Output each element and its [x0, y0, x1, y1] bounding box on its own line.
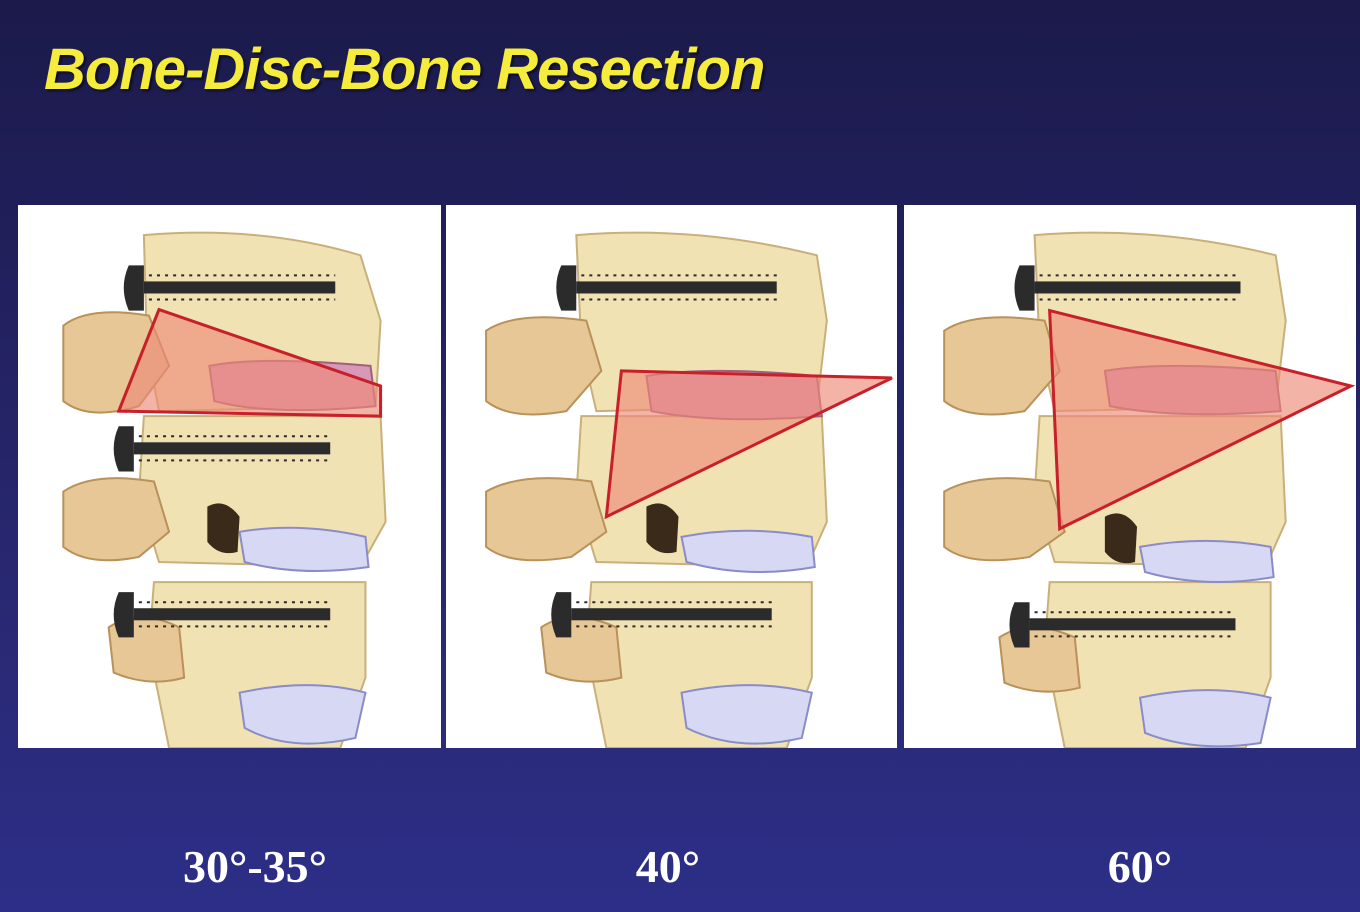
disc-middle — [682, 531, 815, 572]
angle-label-60: 60° — [1108, 840, 1172, 893]
spine-illustration-30-35 — [18, 205, 441, 748]
disc-lower — [682, 685, 812, 743]
disc-lower — [1140, 690, 1271, 746]
angle-label-30-35: 30°-35° — [183, 840, 327, 893]
spine-illustration-40 — [446, 205, 897, 748]
disc-middle — [1140, 541, 1274, 582]
slide-title: Bone-Disc-Bone Resection — [44, 36, 764, 103]
disc-lower — [240, 685, 366, 743]
angle-label-40: 40° — [636, 840, 700, 893]
spine-illustration-60 — [904, 205, 1356, 748]
disc-middle — [240, 528, 369, 571]
